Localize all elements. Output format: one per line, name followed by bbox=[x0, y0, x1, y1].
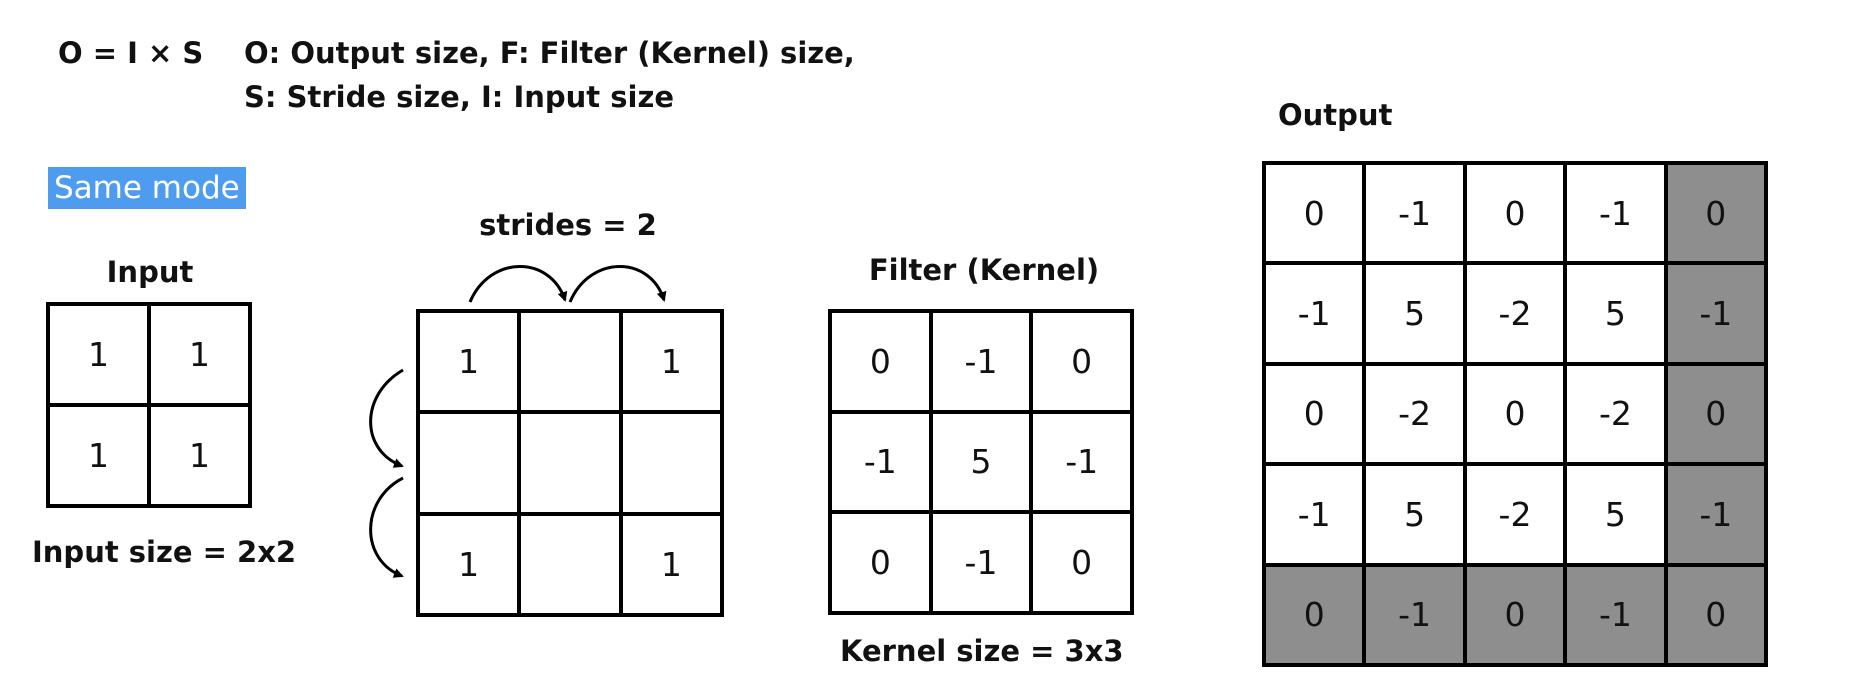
output-cell: 5 bbox=[1366, 265, 1463, 362]
input-cell: 1 bbox=[151, 306, 248, 403]
output-cell: 5 bbox=[1567, 265, 1664, 362]
output-cell: -1 bbox=[1667, 265, 1764, 362]
stride-arrow-down-2 bbox=[369, 476, 404, 578]
filter-grid: 0 -1 0 -1 5 -1 0 -1 0 bbox=[828, 309, 1134, 615]
filter-cell: -1 bbox=[932, 313, 1030, 410]
input-cell: 1 bbox=[50, 306, 147, 403]
output-cell: 0 bbox=[1667, 165, 1764, 262]
filter-cell: 5 bbox=[932, 413, 1030, 511]
legend-line-1: O: Output size, F: Filter (Kernel) size, bbox=[244, 36, 855, 70]
stride-arrow-right-1 bbox=[468, 265, 568, 303]
strided-cell bbox=[521, 414, 619, 512]
filter-caption: Kernel size = 3x3 bbox=[840, 634, 1124, 668]
stride-arrow-down-1 bbox=[369, 368, 404, 468]
strided-grid: 1 1 1 1 bbox=[416, 309, 724, 617]
input-cell: 1 bbox=[50, 407, 147, 504]
output-cell: 0 bbox=[1266, 566, 1363, 663]
output-cell: -2 bbox=[1567, 365, 1664, 463]
input-grid: 1 1 1 1 bbox=[46, 302, 252, 508]
output-cell: 5 bbox=[1567, 466, 1664, 563]
filter-cell: 0 bbox=[1033, 313, 1130, 410]
stride-arrow-right-2 bbox=[568, 265, 667, 303]
filter-cell: -1 bbox=[1033, 413, 1130, 511]
strided-cell: 1 bbox=[622, 313, 720, 411]
strided-cell bbox=[521, 515, 619, 613]
strided-cell bbox=[420, 414, 518, 512]
output-cell: 0 bbox=[1466, 365, 1564, 463]
output-cell: 0 bbox=[1667, 566, 1764, 663]
output-cell: 5 bbox=[1366, 466, 1463, 563]
strides-title: strides = 2 bbox=[479, 208, 657, 242]
input-cell: 1 bbox=[151, 407, 248, 504]
filter-cell: -1 bbox=[832, 413, 929, 511]
strided-cell: 1 bbox=[420, 313, 518, 411]
output-cell: 0 bbox=[1466, 165, 1564, 262]
filter-cell: 0 bbox=[1033, 514, 1130, 611]
strided-cell bbox=[521, 313, 619, 411]
output-cell: -1 bbox=[1667, 466, 1764, 563]
output-cell: 0 bbox=[1266, 165, 1363, 262]
output-grid: 0 -1 0 -1 0 -1 5 -2 5 -1 0 -2 0 -2 0 -1 … bbox=[1262, 161, 1768, 667]
output-cell: -1 bbox=[1366, 165, 1463, 262]
output-cell: 0 bbox=[1667, 365, 1764, 463]
filter-title: Filter (Kernel) bbox=[868, 253, 1100, 287]
filter-cell: 0 bbox=[832, 313, 929, 410]
output-cell: -1 bbox=[1266, 265, 1363, 362]
output-cell: 0 bbox=[1466, 566, 1564, 663]
input-caption: Input size = 2x2 bbox=[32, 535, 297, 569]
output-cell: -1 bbox=[1567, 165, 1664, 262]
output-cell: -1 bbox=[1366, 566, 1463, 663]
strided-cell: 1 bbox=[622, 515, 720, 613]
output-cell: 0 bbox=[1266, 365, 1363, 463]
output-cell: -2 bbox=[1466, 265, 1564, 362]
output-cell: -2 bbox=[1466, 466, 1564, 563]
strided-cell bbox=[622, 414, 720, 512]
output-cell: -1 bbox=[1567, 566, 1664, 663]
output-cell: -2 bbox=[1366, 365, 1463, 463]
strided-cell: 1 bbox=[420, 515, 518, 613]
output-cell: -1 bbox=[1266, 466, 1363, 563]
formula: O = I × S bbox=[58, 36, 204, 70]
mode-label: Same mode bbox=[48, 167, 246, 209]
output-title: Output bbox=[1278, 98, 1393, 132]
input-title: Input bbox=[106, 255, 194, 289]
filter-cell: 0 bbox=[832, 514, 929, 611]
legend-line-2: S: Stride size, I: Input size bbox=[244, 80, 674, 114]
filter-cell: -1 bbox=[932, 514, 1030, 611]
